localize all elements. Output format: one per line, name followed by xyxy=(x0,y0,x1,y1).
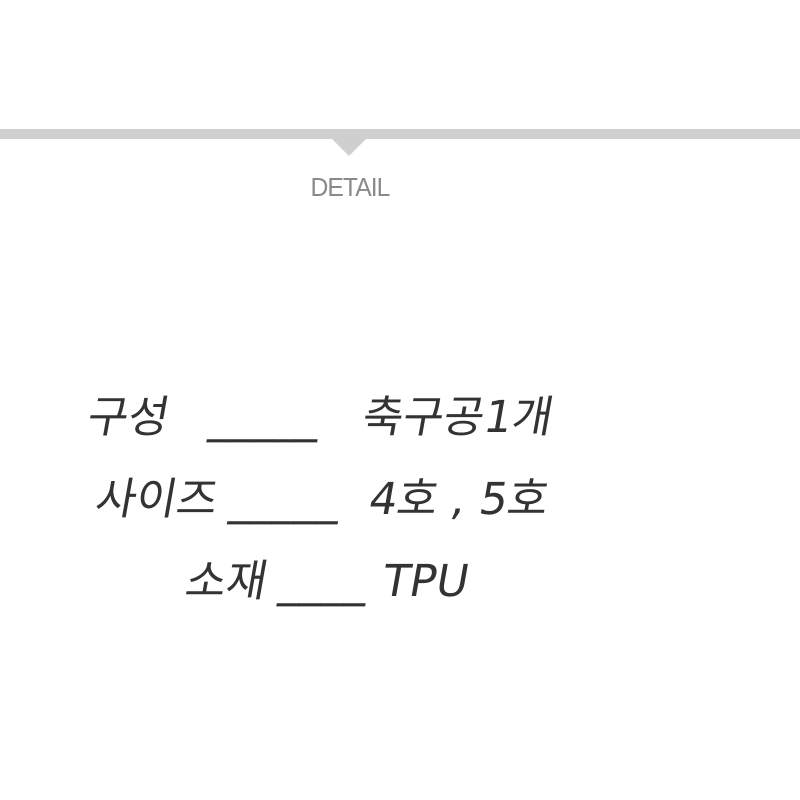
spec-value: TPU xyxy=(378,556,474,607)
divider-notch-arrow xyxy=(332,139,366,156)
spec-name: 사이즈 xyxy=(91,474,223,525)
spec-row-material: 소재 ____ TPU xyxy=(182,556,474,607)
spec-name: 소재 xyxy=(181,556,272,607)
spec-separator: _____ xyxy=(206,392,326,443)
spec-row-size: 사이즈 _____ 4호 , 5호 xyxy=(92,474,553,525)
spec-row-composition: 구성 _____ 축구공1개 xyxy=(84,392,558,443)
spec-value: 축구공1개 xyxy=(358,392,558,443)
spec-separator: ____ xyxy=(276,556,374,607)
section-divider xyxy=(0,129,800,139)
detail-section-label: DETAIL xyxy=(310,172,391,202)
spec-separator: _____ xyxy=(227,474,347,525)
spec-value: 4호 , 5호 xyxy=(365,474,553,525)
spec-name: 구성 xyxy=(83,392,174,443)
